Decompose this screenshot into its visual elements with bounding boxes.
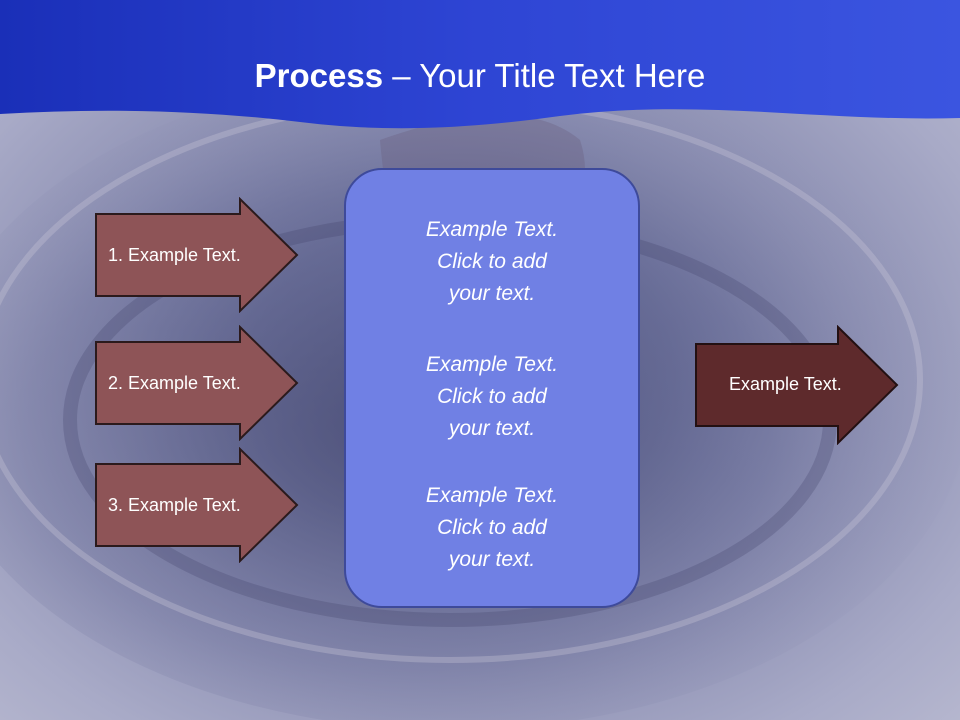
- input-arrow-1-label: 1. Example Text.: [108, 245, 241, 265]
- output-arrow-label: Example Text.: [729, 374, 842, 394]
- process-text-2-line-2: Click to add: [437, 385, 547, 408]
- title-rest: – Your Title Text Here: [383, 57, 706, 94]
- process-text-3-line-3: your text.: [448, 548, 536, 571]
- process-text-3-line-1: Example Text.: [425, 484, 559, 507]
- process-text-3-line-2: Click to add: [437, 516, 547, 539]
- title-bold: Process: [254, 57, 384, 94]
- process-text-2-line-1: Example Text.: [425, 353, 559, 376]
- process-box[interactable]: Example Text. Click to add your text. Ex…: [344, 168, 640, 608]
- input-arrow-3[interactable]: [94, 447, 300, 563]
- slide-title: Process – Your Title Text Here: [0, 56, 960, 96]
- process-text-1-line-3: your text.: [448, 282, 536, 305]
- process-text-2-line-3: your text.: [448, 417, 536, 440]
- process-text-block-3[interactable]: Example Text. Click to add your text.: [346, 480, 638, 576]
- process-text-block-2[interactable]: Example Text. Click to add your text.: [346, 349, 638, 445]
- output-arrow[interactable]: [694, 325, 900, 445]
- input-arrow-1[interactable]: [94, 197, 300, 313]
- process-text-1-line-2: Click to add: [437, 250, 547, 273]
- input-arrow-3-label: 3. Example Text.: [108, 495, 241, 515]
- input-arrow-2[interactable]: [94, 325, 300, 441]
- process-text-block-1[interactable]: Example Text. Click to add your text.: [346, 214, 638, 310]
- header-band: [0, 0, 960, 129]
- process-text-1-line-1: Example Text.: [425, 218, 559, 241]
- input-arrow-2-label: 2. Example Text.: [108, 373, 241, 393]
